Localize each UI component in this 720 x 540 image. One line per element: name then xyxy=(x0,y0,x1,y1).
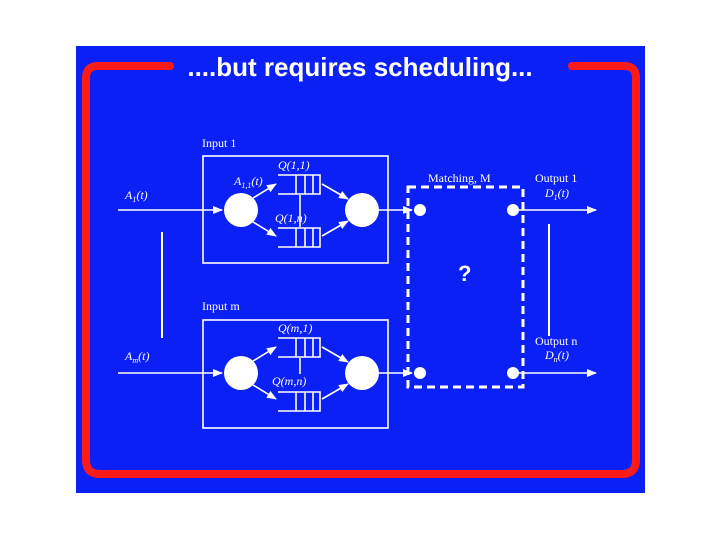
slide-title: ....but requires scheduling... xyxy=(187,52,533,82)
arrival-bottom-label: Am(t) xyxy=(124,349,149,365)
queue-bottom-n-label: Q(m,n) xyxy=(272,374,306,388)
split-arrow-bottom-1 xyxy=(252,346,277,362)
switch-in-port-top xyxy=(414,204,426,216)
demux-node-bottom xyxy=(224,356,258,390)
output-top-label: Output 1 xyxy=(535,171,577,185)
queue-top-1 xyxy=(278,174,321,195)
departure-top-label: D1(t) xyxy=(544,186,569,202)
merge-arrow-bottom-1 xyxy=(321,346,349,363)
input-block-bottom xyxy=(202,319,389,429)
slide-frame xyxy=(82,62,640,478)
switch-out-port-bottom xyxy=(507,367,519,379)
output-bottom-label: Output n xyxy=(535,334,577,348)
split-arrow-bottom-n xyxy=(252,384,277,400)
queue-top-n-label: Q(1,n) xyxy=(275,211,307,225)
arrival-top-label: A1(t) xyxy=(124,188,148,204)
merge-arrow-bottom-n xyxy=(321,383,349,400)
mux-node-top xyxy=(345,193,379,227)
unknown-mark: ? xyxy=(458,261,471,286)
switch-out-port-top xyxy=(507,204,519,216)
split-label: A1,1(t) xyxy=(233,174,263,190)
queue-bottom-1-label: Q(m,1) xyxy=(278,321,312,335)
matching-label: Matching, M xyxy=(428,171,491,185)
mux-node-bottom xyxy=(345,356,379,390)
queue-bottom-n xyxy=(278,391,321,412)
switch-in-port-bottom xyxy=(414,367,426,379)
input-top-label: Input 1 xyxy=(202,136,236,150)
merge-arrow-top-1 xyxy=(321,183,349,200)
matching-switch-box xyxy=(406,185,525,389)
slide-background xyxy=(76,46,645,493)
input-bottom-label: Input m xyxy=(202,299,240,313)
queue-top-n xyxy=(278,227,321,248)
departure-bottom-label: Dn(t) xyxy=(544,348,569,364)
queue-bottom-1 xyxy=(278,337,321,358)
split-arrow-top-n xyxy=(252,221,277,237)
merge-arrow-top-n xyxy=(321,220,349,237)
queue-top-1-label: Q(1,1) xyxy=(278,158,310,172)
split-arrow-top-1 xyxy=(252,183,277,199)
demux-node-top xyxy=(224,193,258,227)
